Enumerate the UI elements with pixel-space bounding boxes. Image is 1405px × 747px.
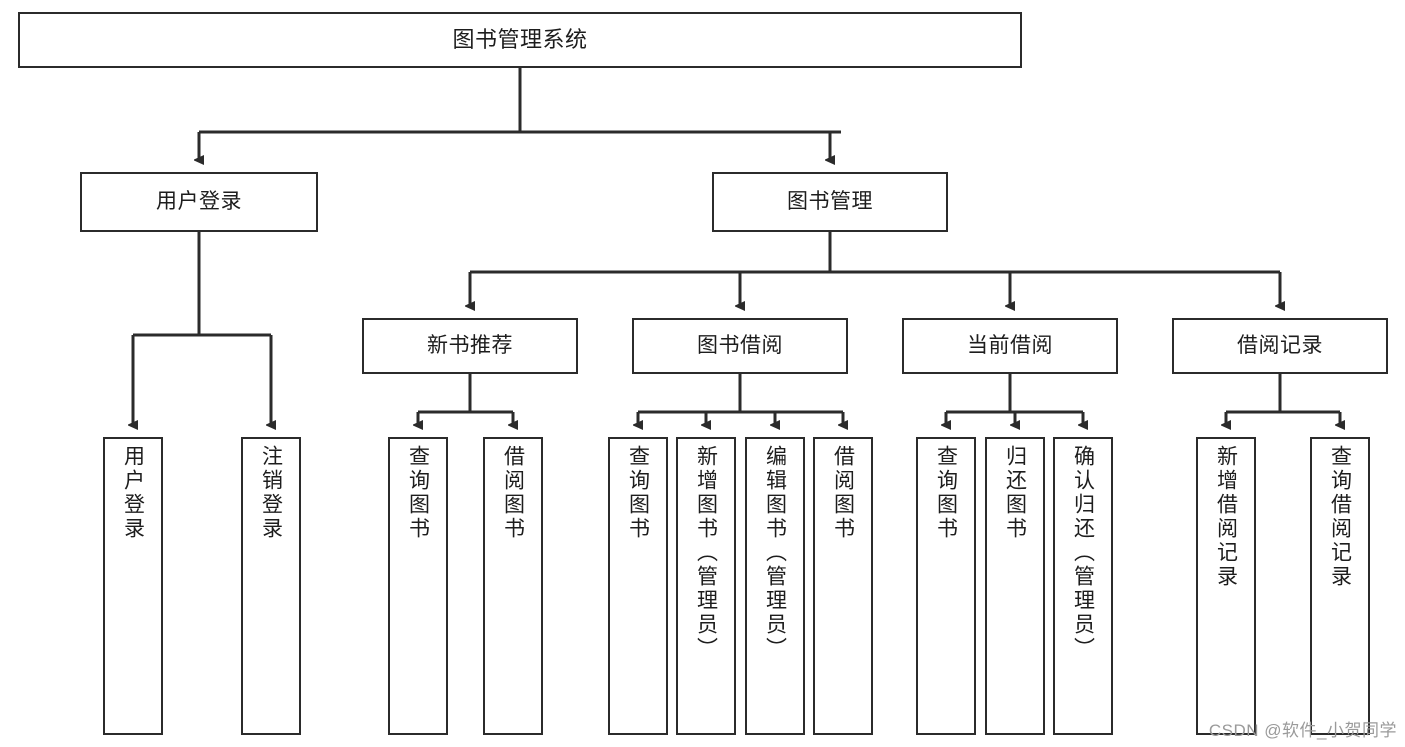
node-book-management[interactable]: 图书管理 bbox=[712, 172, 948, 232]
node-label: 借阅记录 bbox=[1237, 333, 1323, 357]
leaf-user-login[interactable]: 用户登录 bbox=[103, 437, 163, 735]
node-label: 借阅图书 bbox=[501, 445, 525, 541]
node-borrow-records[interactable]: 借阅记录 bbox=[1172, 318, 1388, 374]
leaf-add-borrow-record[interactable]: 新增借阅记录 bbox=[1196, 437, 1256, 735]
node-label: 确认归还（管理员） bbox=[1071, 445, 1095, 661]
node-label: 新书推荐 bbox=[427, 333, 513, 357]
leaf-logout[interactable]: 注销登录 bbox=[241, 437, 301, 735]
node-current-borrow[interactable]: 当前借阅 bbox=[902, 318, 1118, 374]
node-label: 查询图书 bbox=[406, 445, 430, 541]
node-new-book-recommend[interactable]: 新书推荐 bbox=[362, 318, 578, 374]
node-label: 新增借阅记录 bbox=[1214, 445, 1238, 589]
node-label: 注销登录 bbox=[259, 445, 283, 541]
leaf-add-book-admin[interactable]: 新增图书（管理员） bbox=[676, 437, 736, 735]
node-label: 借阅图书 bbox=[831, 445, 855, 541]
node-label: 查询图书 bbox=[626, 445, 650, 541]
node-label: 新增图书（管理员） bbox=[694, 445, 718, 661]
node-label: 查询图书 bbox=[934, 445, 958, 541]
node-label: 查询借阅记录 bbox=[1328, 445, 1352, 589]
leaf-query-borrow-record[interactable]: 查询借阅记录 bbox=[1310, 437, 1370, 735]
node-book-borrow[interactable]: 图书借阅 bbox=[632, 318, 848, 374]
leaf-edit-book-admin[interactable]: 编辑图书（管理员） bbox=[745, 437, 805, 735]
node-root-system[interactable]: 图书管理系统 bbox=[18, 12, 1022, 68]
node-label: 用户登录 bbox=[121, 445, 145, 541]
node-label: 归还图书 bbox=[1003, 445, 1027, 541]
node-label: 图书借阅 bbox=[697, 333, 783, 357]
leaf-borrow-book[interactable]: 借阅图书 bbox=[813, 437, 873, 735]
node-label: 图书管理 bbox=[787, 189, 873, 213]
node-label: 图书管理系统 bbox=[452, 27, 588, 53]
node-label: 编辑图书（管理员） bbox=[763, 445, 787, 661]
leaf-borrow-book-recommend[interactable]: 借阅图书 bbox=[483, 437, 543, 735]
leaf-query-book-recommend[interactable]: 查询图书 bbox=[388, 437, 448, 735]
leaf-return-book[interactable]: 归还图书 bbox=[985, 437, 1045, 735]
node-user-login[interactable]: 用户登录 bbox=[80, 172, 318, 232]
leaf-query-book-current[interactable]: 查询图书 bbox=[916, 437, 976, 735]
leaf-query-book-borrow[interactable]: 查询图书 bbox=[608, 437, 668, 735]
leaf-confirm-return-admin[interactable]: 确认归还（管理员） bbox=[1053, 437, 1113, 735]
node-label: 当前借阅 bbox=[967, 333, 1053, 357]
node-label: 用户登录 bbox=[156, 189, 242, 213]
